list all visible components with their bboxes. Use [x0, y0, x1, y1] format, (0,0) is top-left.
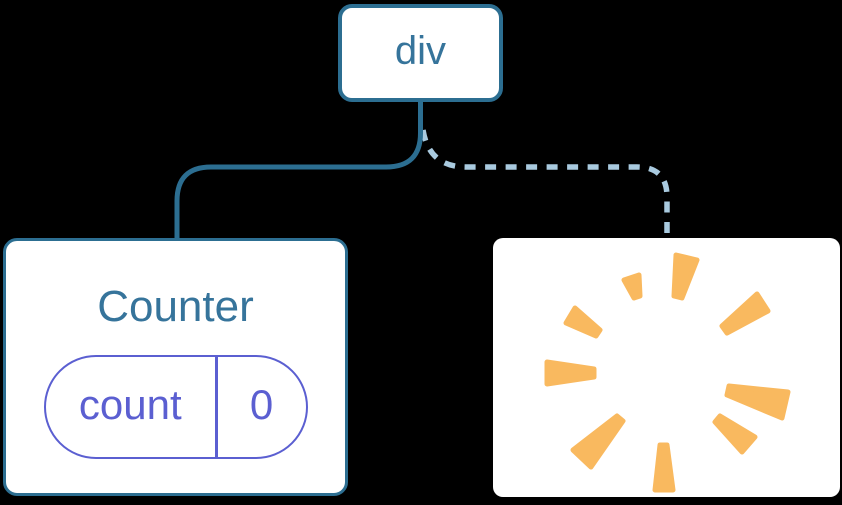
poof-ray — [671, 252, 700, 301]
root-node-label: div — [394, 29, 447, 73]
state-value-cell: 0 — [218, 357, 306, 457]
poof-icon — [544, 252, 791, 493]
poof-ray — [563, 305, 603, 339]
poof-ray — [719, 291, 771, 336]
poof-ray — [712, 413, 758, 455]
removed-node — [493, 238, 840, 497]
state-pill-divider — [215, 357, 218, 457]
poof-ray — [724, 383, 791, 421]
state-value: 0 — [249, 381, 274, 428]
solid-edge — [174, 100, 423, 240]
poof-ray — [621, 272, 643, 301]
dashed-edge — [420, 129, 670, 237]
poof-ray — [652, 442, 676, 493]
state-key-cell: count — [46, 357, 216, 457]
state-key-label: count — [78, 381, 182, 428]
poof-ray — [570, 413, 626, 470]
poof-ray — [544, 359, 597, 387]
root-node-div: div — [338, 4, 503, 102]
counter-node: Counter count 0 — [3, 238, 348, 496]
counter-title: Counter — [97, 282, 254, 331]
state-pill: count 0 — [43, 355, 308, 459]
